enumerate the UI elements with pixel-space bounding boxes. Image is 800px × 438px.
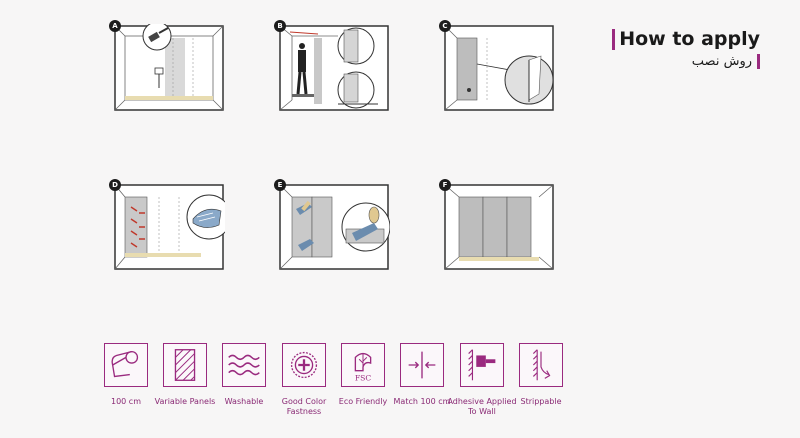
step-letter-b: B — [274, 20, 286, 32]
feature-eco: FSC Eco Friendly — [339, 343, 387, 407]
waves-icon — [222, 343, 266, 387]
feature-label: Strippable — [520, 397, 562, 406]
panels-icon — [163, 343, 207, 387]
step-c: C — [439, 20, 555, 112]
title-block: How to apply روش نصب — [612, 29, 760, 69]
feature-match: Match 100 cm — [394, 343, 450, 407]
feature-roll: 100 cm — [102, 343, 150, 407]
step-b: B — [274, 20, 390, 112]
step-d: D — [109, 179, 225, 271]
page-title: How to apply — [612, 29, 760, 50]
feature-color-fastness: Good Color Fastness — [280, 343, 328, 416]
strip-icon — [519, 343, 563, 387]
feature-label: Washable — [224, 397, 264, 406]
subtitle-text: روش نصب — [691, 54, 760, 69]
feature-label: Eco Friendly — [338, 397, 388, 406]
feature-label: Good Color Fastness — [281, 397, 327, 416]
feature-label: Match 100 cm — [393, 397, 451, 406]
step-letter-a: A — [109, 20, 121, 32]
step-f: F — [439, 179, 555, 271]
brush-wall-icon — [460, 343, 504, 387]
fsc-tree-icon: FSC — [341, 343, 385, 387]
step-letter-e: E — [274, 179, 286, 191]
feature-label: Adhesive Applied To Wall — [447, 397, 517, 416]
roll-icon — [104, 343, 148, 387]
feature-adhesive: Adhesive Applied To Wall — [447, 343, 517, 416]
feature-label: 100 cm — [110, 397, 141, 406]
feature-washable: Washable — [220, 343, 268, 407]
svg-text:FSC: FSC — [355, 373, 372, 382]
sun-plus-icon — [282, 343, 326, 387]
step-e: E — [274, 179, 390, 271]
feature-strippable: Strippable — [517, 343, 565, 407]
step-letter-d: D — [109, 179, 121, 191]
match-arrows-icon — [400, 343, 444, 387]
feature-label: Variable Panels — [154, 397, 216, 406]
feature-panels: Variable Panels — [155, 343, 215, 407]
step-a: A — [109, 20, 225, 112]
step-letter-c: C — [439, 20, 451, 32]
page-subtitle: روش نصب — [612, 54, 760, 69]
step-letter-f: F — [439, 179, 451, 191]
